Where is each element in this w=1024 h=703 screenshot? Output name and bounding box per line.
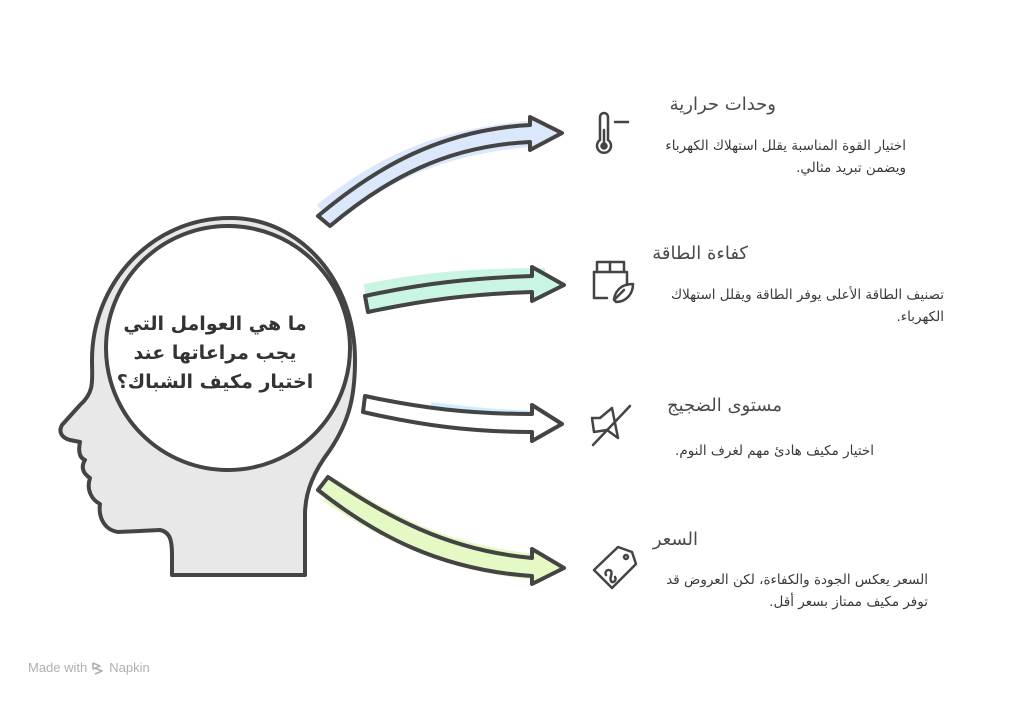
arrow-noise-level	[361, 394, 564, 443]
desc-line: اختيار مكيف هادئ مهم لغرف النوم.	[675, 443, 874, 459]
desc-line: تصنيف الطاقة الأعلى يوفر الطاقة ويقلل اس…	[670, 287, 944, 303]
price-tag-icon	[592, 545, 638, 590]
desc-line: توفر مكيف ممتاز بسعر أقل.	[769, 594, 928, 610]
central-question-line: ما هي العوامل التي	[123, 313, 307, 335]
eco-box-leaf-icon	[592, 260, 635, 304]
arrow-price	[316, 475, 566, 586]
desc-line: السعر يعكس الجودة والكفاءة، لكن العروض ق…	[666, 572, 928, 588]
item-desc-energy-efficiency: تصنيف الطاقة الأعلى يوفر الطاقة ويقلل اس…	[671, 284, 944, 328]
central-question-line: اختيار مكيف الشباك؟	[116, 371, 314, 393]
item-title-thermal-units: وحدات حرارية	[669, 94, 776, 115]
desc-line: اختيار القوة المناسبة يقلل استهلاك الكهر…	[665, 138, 906, 154]
napkin-brand: Napkin	[109, 660, 150, 675]
napkin-logo-icon	[92, 661, 104, 675]
arrow-energy-efficiency	[363, 265, 566, 314]
footer-watermark: Made with Napkin	[28, 660, 150, 675]
mute-speaker-icon	[590, 404, 632, 447]
item-desc-price: السعر يعكس الجودة والكفاءة، لكن العروض ق…	[666, 569, 928, 613]
item-desc-thermal-units: اختيار القوة المناسبة يقلل استهلاك الكهر…	[665, 135, 906, 179]
thermometer-icon	[595, 111, 630, 154]
made-with-label: Made with	[28, 660, 88, 675]
item-title-energy-efficiency: كفاءة الطاقة	[652, 243, 748, 264]
item-desc-noise-level: اختيار مكيف هادئ مهم لغرف النوم.	[675, 440, 874, 462]
head-silhouette	[58, 216, 357, 577]
desc-line: الكهرباء.	[896, 309, 944, 325]
desc-line: ويضمن تبريد مثالي.	[796, 160, 906, 176]
central-question: ما هي العوامل التي يجب مراعاتها عند اختي…	[110, 310, 320, 397]
central-question-line: يجب مراعاتها عند	[133, 342, 297, 364]
arrow-thermal-units	[316, 115, 564, 228]
item-title-price: السعر	[652, 529, 698, 550]
item-title-noise-level: مستوى الضجيج	[666, 395, 782, 416]
